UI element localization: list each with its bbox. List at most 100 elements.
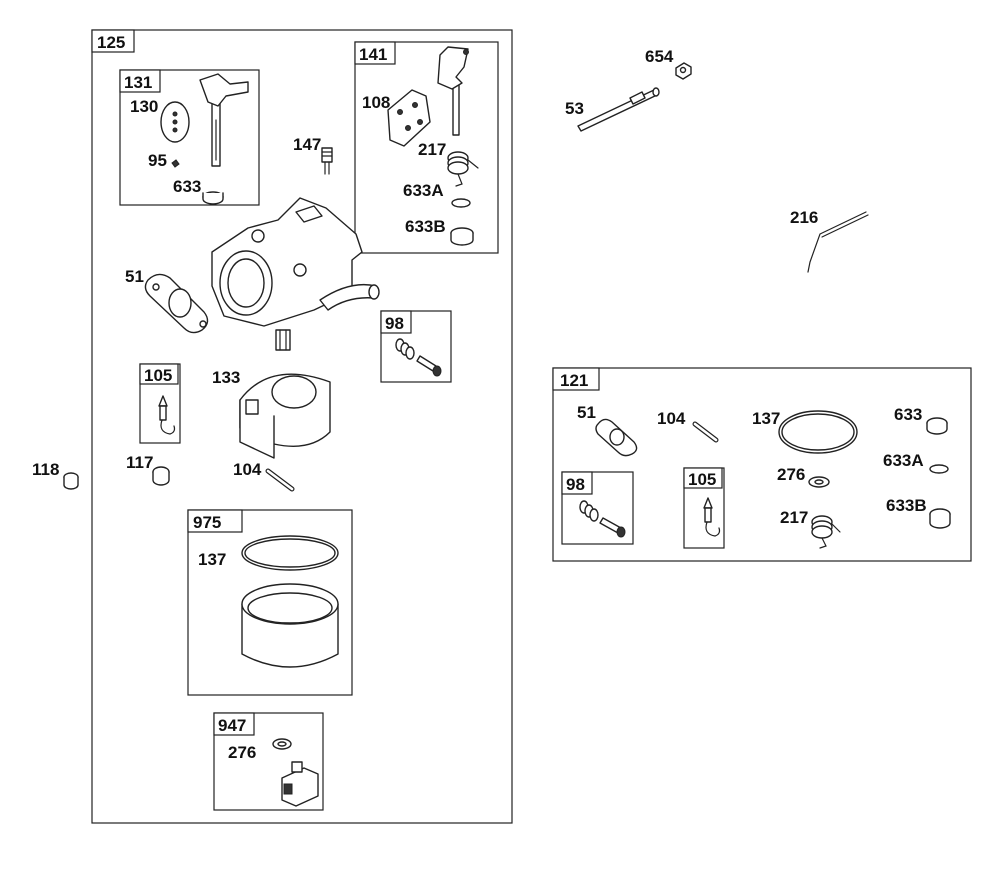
- screw-654-label: 654: [645, 47, 674, 66]
- throttle-shaft-kit-box: [119, 69, 260, 206]
- seal-633-side: [202, 192, 224, 205]
- spring-217-b-part: [811, 515, 841, 549]
- gasket-float-kit-label: 98: [566, 475, 585, 494]
- seal-633a-part: [451, 198, 471, 208]
- stud-53-end: [652, 87, 660, 97]
- float-valve-clip: [160, 419, 176, 435]
- link-216-edge: [821, 214, 869, 238]
- choke-plate-hole: [405, 125, 411, 131]
- screw-95-part: [171, 159, 180, 168]
- float-133-label: 133: [212, 368, 240, 387]
- carburetor-kit-label: 125: [97, 33, 125, 52]
- solenoid-kit-tag: [213, 712, 255, 736]
- gasket-valve-body: [704, 507, 712, 523]
- choke-plate-hole: [417, 119, 423, 125]
- seal-633b-side: [450, 232, 474, 246]
- spring-217-label: 217: [418, 140, 446, 159]
- gasket-kit-box: [552, 367, 972, 562]
- pin-104-label: 104: [233, 460, 262, 479]
- float-kit-box: [380, 310, 452, 383]
- throttle-plate-hole: [172, 111, 178, 117]
- stud-53-part: [577, 89, 658, 132]
- gasket-valve-kit-label: 105: [688, 470, 716, 489]
- float-valve-tag: [139, 363, 179, 385]
- oring-137-b-inner: [781, 413, 855, 451]
- float-valve-body: [159, 405, 167, 421]
- spring-217-b-label: 217: [780, 508, 808, 527]
- seal-633-label: 633: [173, 177, 201, 196]
- float-kit-tag: [380, 310, 412, 334]
- link-216-part: [807, 211, 867, 273]
- throttle-lever-part: [199, 73, 249, 107]
- carburetor-body: [211, 197, 380, 351]
- gasket-51-bolt-hole: [199, 320, 207, 328]
- choke-kit-tag: [354, 41, 396, 65]
- idle-screw-head: [432, 365, 442, 377]
- gasket-kit-tag: [552, 367, 600, 391]
- fitting-147-part: [321, 147, 333, 163]
- fitting-147-threads: [321, 151, 333, 175]
- plug-117-label: 117: [126, 453, 153, 472]
- choke-plate-hole: [397, 109, 403, 115]
- oring-137-label: 137: [198, 550, 226, 569]
- screw-654-hole: [679, 66, 687, 74]
- stud-53-label: 53: [565, 99, 584, 118]
- gasket-51-bolt-hole: [152, 283, 160, 291]
- oring-137-inner: [244, 538, 336, 568]
- washer-276-hole: [277, 741, 287, 747]
- gasket-float-kit-tag: [561, 471, 593, 495]
- seal-633b-b-side: [929, 513, 951, 529]
- solenoid-part: [281, 761, 319, 807]
- gasket-51-b-label: 51: [577, 403, 596, 422]
- float-bowl-kit-box: [187, 509, 353, 696]
- gasket-float-kit-box: [561, 471, 634, 545]
- seal-633b-b-label: 633B: [886, 496, 927, 515]
- choke-kit-box: [354, 41, 499, 254]
- float-valve-needle: [158, 395, 168, 407]
- solenoid-kit-box: [213, 712, 324, 811]
- throttle-plate-label: 130: [130, 97, 158, 116]
- gasket-valve-kit-tag: [683, 467, 723, 489]
- plug-117-side: [152, 471, 170, 486]
- throttle-shaft-kit-tag: [119, 69, 161, 93]
- link-216-label: 216: [790, 208, 818, 227]
- carburetor-kit-box: [91, 29, 513, 824]
- seal-633-b-label: 633: [894, 405, 922, 424]
- gasket-kit-label: 121: [560, 371, 588, 390]
- seal-633a-b-part: [929, 464, 949, 474]
- choke-kit-label: 141: [359, 45, 387, 64]
- float-bowl-kit-tag: [187, 509, 243, 533]
- screw-95-label: 95: [148, 151, 167, 170]
- choke-plate-label: 108: [362, 93, 390, 112]
- carburetor-kit-tag: [91, 29, 135, 53]
- gasket-float-kit-screw-head: [616, 526, 626, 538]
- gasket-51-label: 51: [125, 267, 144, 286]
- choke-plate-hole: [412, 102, 418, 108]
- oring-137-b-label: 137: [752, 409, 780, 428]
- fitting-147-label: 147: [293, 135, 321, 154]
- float-133-part: [239, 373, 331, 459]
- plug-118-label: 118: [32, 460, 59, 479]
- gasket-float-kit-spring: [579, 500, 599, 522]
- float-kit-label: 98: [385, 314, 404, 333]
- washer-276-b-hole: [814, 479, 824, 485]
- plug-118-side: [63, 476, 79, 490]
- gasket-51-hole: [168, 288, 192, 318]
- seal-633a-b-label: 633A: [883, 451, 924, 470]
- seal-633a-label: 633A: [403, 181, 444, 200]
- stud-53-collar: [629, 91, 646, 105]
- idle-screw-spring: [395, 338, 415, 360]
- pin-104-b-highlight: [693, 422, 718, 442]
- throttle-plate-hole: [172, 119, 178, 125]
- throttle-plate-hole: [172, 127, 178, 133]
- gasket-valve-needle: [703, 497, 713, 509]
- pin-104-b-label: 104: [657, 409, 686, 428]
- washer-276-b-label: 276: [777, 465, 805, 484]
- gasket-51-b-hole: [609, 428, 625, 446]
- float-bowl-part: [241, 583, 339, 668]
- seal-633-b-side: [926, 422, 948, 435]
- seal-633b-label: 633B: [405, 217, 446, 236]
- float-valve-label: 105: [144, 366, 172, 385]
